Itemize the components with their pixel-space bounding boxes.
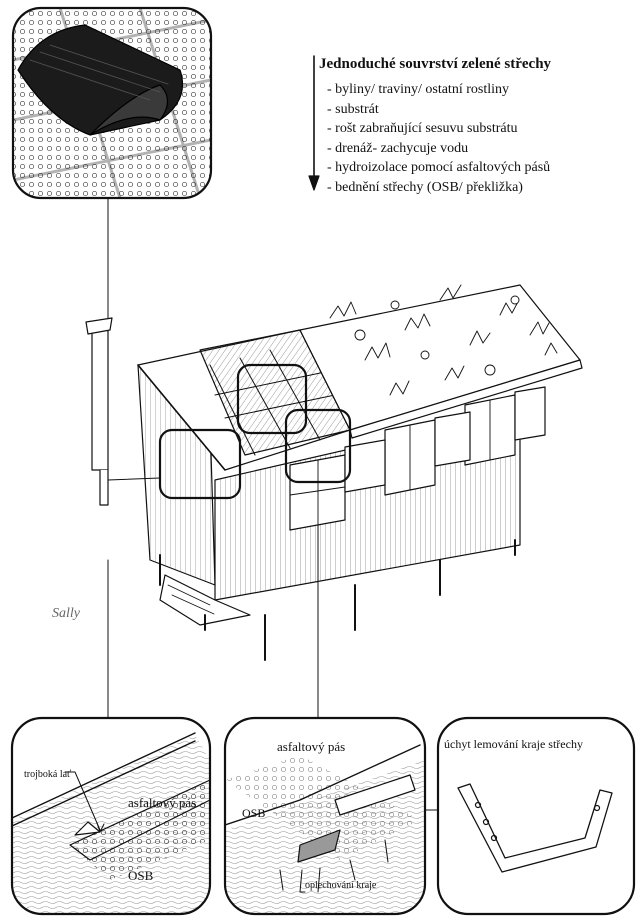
asphalt-label-middle: asfaltový pás <box>277 739 346 754</box>
legend-item: - hydroizolace pomocí asfaltových pásů <box>327 160 551 175</box>
legend-item: - bednění střechy (OSB/ překližka) <box>327 179 523 195</box>
legend-item: - byliny/ traviny/ ostatní rostliny <box>327 82 509 97</box>
osb-label-middle: OSB <box>242 806 266 820</box>
legend-title: Jednoduché souvrství zelené střechy <box>319 56 552 72</box>
legend-item: - substrát <box>327 101 379 117</box>
author-signature: Sally <box>52 606 80 621</box>
flashing-detail-panel <box>223 716 427 916</box>
batten-detail-panel <box>10 716 212 916</box>
legend-item: - rošt zabraňující sesuvu substrátu <box>327 121 518 136</box>
legend-arrow <box>308 55 320 191</box>
osb-label-left: OSB <box>128 868 154 883</box>
clip-title: úchyt lemování kraje střechy <box>444 737 583 751</box>
batten-label: trojboká lať <box>24 769 72 780</box>
clip-detail-panel <box>436 716 636 916</box>
drainage-detail-panel <box>11 6 213 200</box>
legend-list: - byliny/ traviny/ ostatní rostliny - su… <box>327 80 550 197</box>
legend-item: - drenáž- zachycuje vodu <box>327 140 469 156</box>
flashing-label: oplechování kraje <box>305 880 377 891</box>
edge-clip-icon <box>457 783 613 873</box>
asphalt-label-left: asfaltový pás <box>128 795 197 810</box>
house-illustration <box>85 284 583 661</box>
